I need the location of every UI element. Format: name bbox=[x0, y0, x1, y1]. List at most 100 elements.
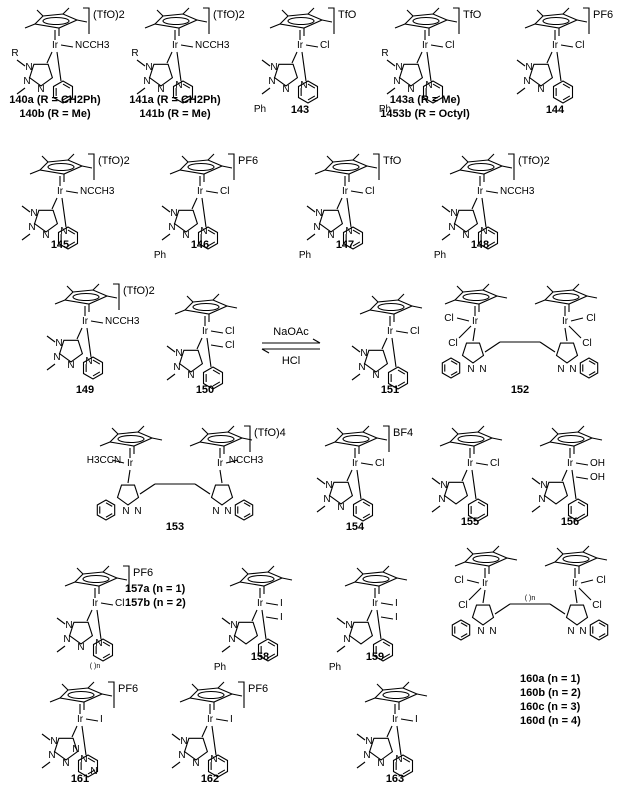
nitrogen-atom: N bbox=[345, 226, 352, 237]
aryl-ring bbox=[567, 498, 589, 522]
cp-star-ligand bbox=[178, 159, 224, 175]
iridium-atom: Ir bbox=[297, 40, 304, 51]
phenyl-label: Ph bbox=[154, 250, 166, 261]
cp-aromatic-circle bbox=[472, 554, 500, 564]
ligand-bond bbox=[60, 44, 74, 48]
methyl-bond bbox=[29, 169, 41, 175]
methyl-bond bbox=[171, 761, 181, 769]
methyl-bond bbox=[166, 345, 176, 353]
double-bond bbox=[212, 369, 221, 375]
ligand-bond bbox=[210, 330, 224, 334]
iridium-atom: Ir bbox=[197, 186, 204, 197]
heterocycle-ring bbox=[53, 737, 79, 761]
ligand-label: Cl bbox=[582, 338, 591, 349]
methyl-bond bbox=[501, 165, 513, 169]
double-bond bbox=[352, 229, 361, 235]
methyl-bond bbox=[356, 761, 366, 769]
double-bond bbox=[432, 95, 441, 101]
ligand-bond bbox=[580, 579, 594, 584]
iridium-carbon-bond bbox=[219, 469, 223, 484]
methyl-bond bbox=[461, 155, 469, 163]
counterion-label: TfO bbox=[463, 9, 482, 21]
methyl-bond bbox=[144, 23, 156, 29]
compound-label: 143 bbox=[291, 104, 309, 116]
double-bond bbox=[362, 513, 371, 519]
cp-star-ligand bbox=[153, 13, 199, 29]
compound-label: 146 bbox=[191, 239, 209, 251]
double-bond bbox=[397, 381, 406, 387]
aryl-ring bbox=[257, 638, 279, 662]
compound-label: 141b (R = Me) bbox=[139, 108, 211, 120]
methyl-bond bbox=[221, 165, 233, 169]
nitrogen-atom: N bbox=[23, 76, 30, 87]
nitrogen-atom: N bbox=[212, 506, 219, 517]
ligand-bond bbox=[578, 587, 592, 601]
charge-bracket bbox=[83, 7, 90, 34]
nitrogen-atom: N bbox=[134, 506, 141, 517]
charge-bracket bbox=[108, 681, 115, 708]
methyl-bond bbox=[76, 567, 84, 575]
nitrogen-atom: N bbox=[372, 370, 379, 381]
iridium-carbon-bond bbox=[251, 609, 258, 622]
aryl-ring bbox=[342, 226, 364, 250]
counterion-label: PF6 bbox=[118, 683, 138, 695]
methyl-bond bbox=[306, 233, 316, 241]
methyl-bond bbox=[316, 477, 326, 485]
charge-bracket bbox=[508, 153, 515, 180]
methyl-bond bbox=[586, 295, 598, 299]
ligand-label: Cl bbox=[444, 313, 453, 324]
iridium-carbon-bond bbox=[51, 197, 58, 210]
iridium-nitrogen-bond bbox=[86, 327, 92, 358]
cp-aromatic-circle bbox=[552, 292, 580, 302]
ligand-bond bbox=[466, 579, 480, 584]
nitrogen-atom: N bbox=[450, 208, 457, 219]
methyl-bond bbox=[416, 693, 428, 697]
charge-bracket bbox=[383, 425, 390, 452]
nitrogen-atom: N bbox=[62, 758, 69, 769]
cp-star-ligand bbox=[353, 571, 399, 587]
methyl-bond bbox=[439, 441, 451, 447]
double-bond bbox=[588, 360, 596, 365]
ligand-bond bbox=[360, 462, 374, 466]
nitrogen-atom: N bbox=[80, 754, 87, 765]
methyl-bond bbox=[136, 59, 146, 67]
double-bond bbox=[598, 622, 606, 627]
ligand-label: NCCH3 bbox=[500, 186, 535, 197]
methyl-bond bbox=[306, 205, 316, 213]
iridium-nitrogen-bond bbox=[176, 51, 182, 82]
iridium-atom: Ir bbox=[257, 598, 264, 609]
methyl-bond bbox=[591, 437, 603, 441]
iridium-nitrogen-bond bbox=[261, 609, 267, 640]
aryl-ring bbox=[82, 356, 104, 380]
methyl-bond bbox=[577, 425, 585, 433]
ligand-bond bbox=[568, 325, 582, 339]
iridium-nitrogen-bond bbox=[96, 609, 102, 640]
double-bond bbox=[562, 95, 571, 101]
methyl-bond bbox=[41, 733, 51, 741]
double-bond bbox=[307, 83, 316, 89]
heterocycle-ring bbox=[68, 621, 94, 645]
methyl-bond bbox=[326, 155, 334, 163]
nitrogen-atom: N bbox=[173, 362, 180, 373]
iridium-atom: Ir bbox=[92, 598, 99, 609]
methyl-bond bbox=[441, 205, 451, 213]
double-bond bbox=[450, 360, 458, 365]
double-bond bbox=[460, 633, 468, 638]
iridium-nitrogen-bond bbox=[61, 197, 67, 228]
double-bond bbox=[477, 513, 486, 519]
iridium-atom: Ir bbox=[352, 458, 359, 469]
aryl-ring bbox=[202, 366, 224, 390]
triazole-ring bbox=[565, 604, 589, 626]
methyl-bond bbox=[136, 87, 146, 95]
methyl-bond bbox=[491, 437, 503, 441]
nitrogen-atom: N bbox=[170, 208, 177, 219]
ligand-label: I bbox=[395, 598, 398, 609]
iridium-atom: Ir bbox=[567, 458, 574, 469]
aryl-ring bbox=[96, 499, 116, 521]
compound-label: 163 bbox=[386, 773, 404, 785]
aryl-ring bbox=[467, 498, 489, 522]
